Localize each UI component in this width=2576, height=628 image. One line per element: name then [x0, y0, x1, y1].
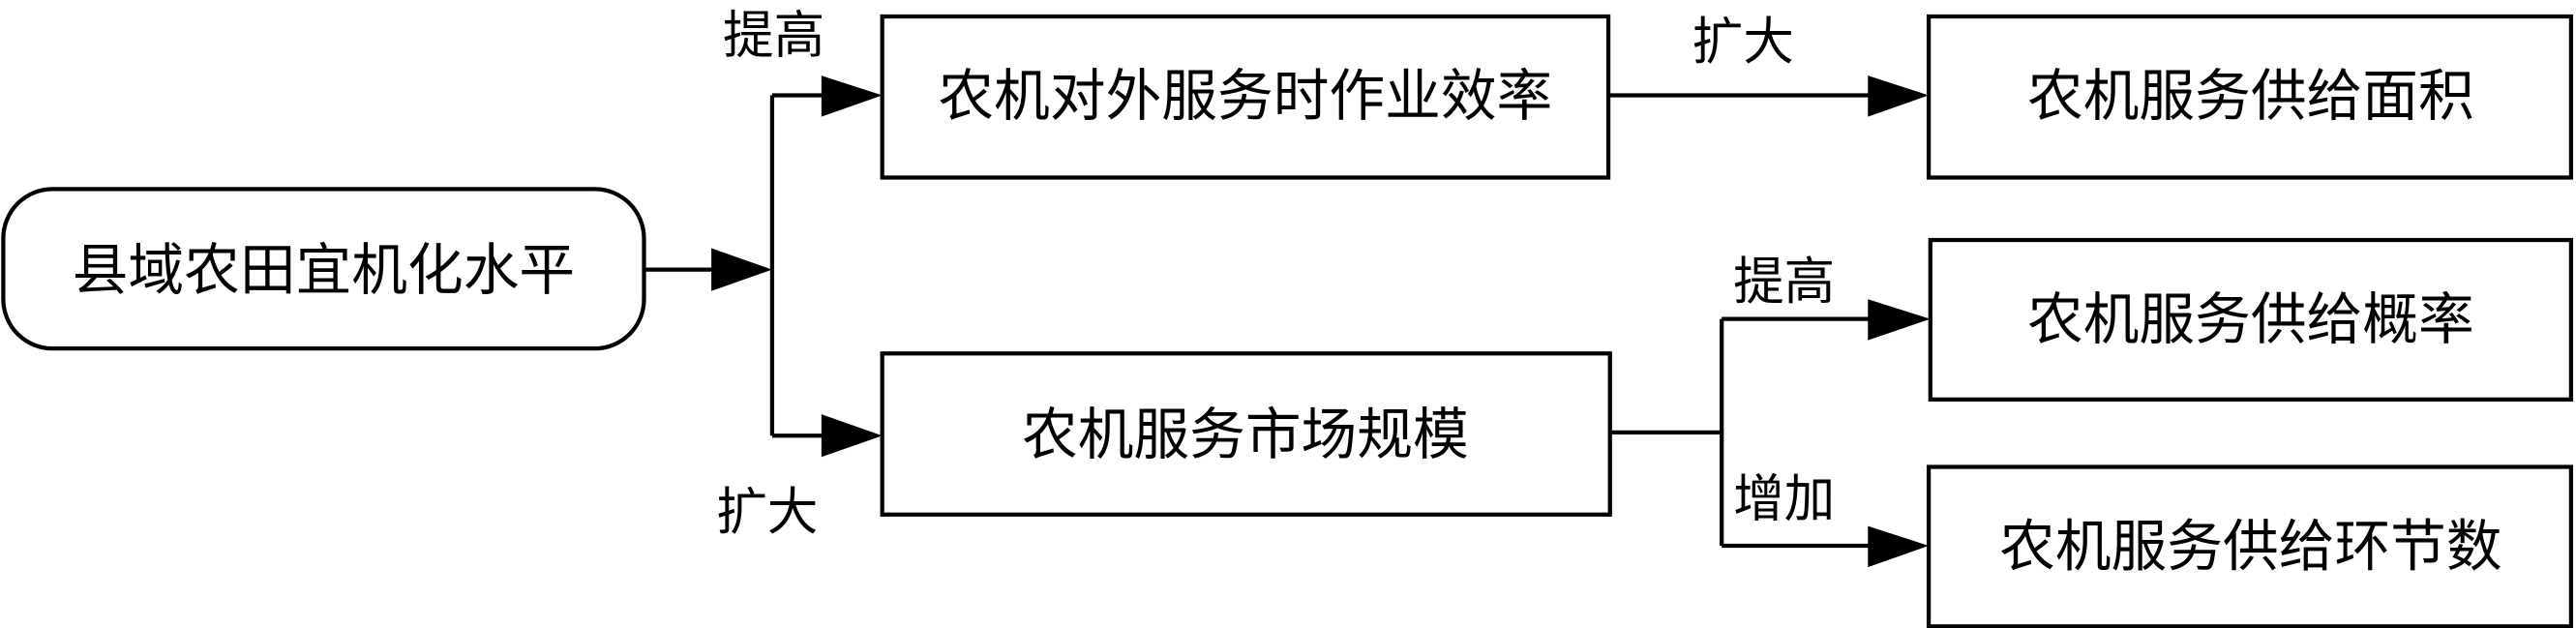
edge-label-efficiency: 提高 — [723, 6, 824, 65]
edge-label-probability: 提高 — [1733, 253, 1835, 312]
arrow-head-icon — [821, 75, 883, 117]
node-links-label: 农机服务供给环节数 — [1999, 513, 2501, 579]
connector-line — [771, 93, 825, 438]
node-source-label: 县域农田宜机化水平 — [73, 237, 575, 303]
arrow-head-icon — [1868, 299, 1931, 341]
node-efficiency-label: 农机对外服务时作业效率 — [938, 63, 1552, 129]
node-market-label: 农机服务市场规模 — [1022, 402, 1469, 467]
edge-label-market: 扩大 — [716, 483, 818, 542]
node-area-label: 农机服务供给面积 — [2027, 63, 2474, 129]
arrow-head-icon — [821, 414, 883, 458]
node-probability-label: 农机服务供给概率 — [2027, 286, 2474, 352]
node-links-box — [1926, 464, 2574, 628]
arrow-head-icon — [711, 248, 772, 291]
node-area-box — [1926, 14, 2574, 180]
arrow-head-icon — [1868, 75, 1930, 117]
edge-label-links: 增加 — [1733, 469, 1835, 528]
connector-line — [1609, 316, 1870, 549]
edge-label-area: 扩大 — [1692, 13, 1794, 72]
arrow-head-icon — [1868, 525, 1930, 568]
node-probability-box — [1928, 237, 2574, 402]
